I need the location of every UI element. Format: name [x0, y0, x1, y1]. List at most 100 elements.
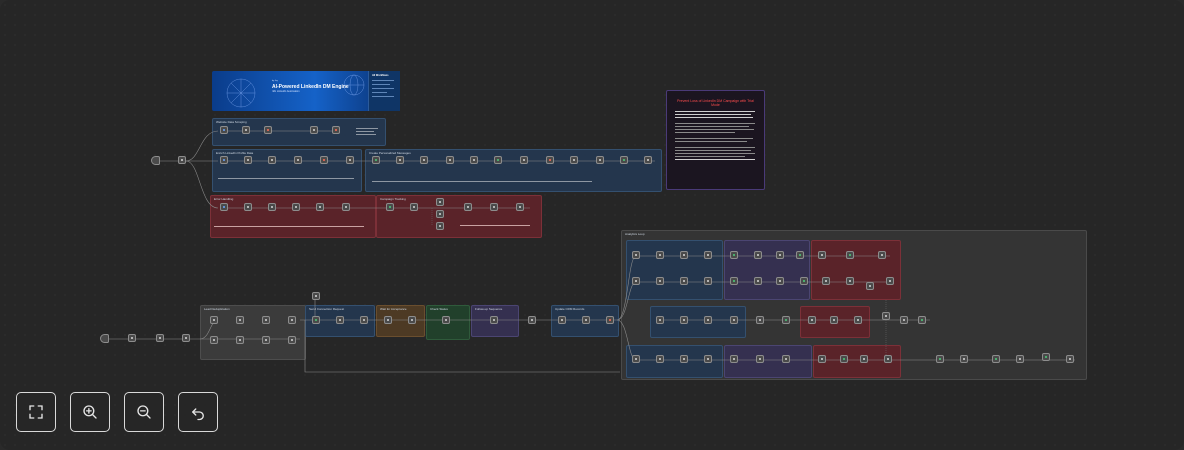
workflow-node[interactable]: [558, 316, 566, 324]
workflow-node[interactable]: [1042, 353, 1050, 361]
workflow-node[interactable]: [796, 251, 804, 259]
workflow-node[interactable]: [210, 336, 218, 344]
workflow-node[interactable]: [918, 316, 926, 324]
workflow-node[interactable]: [182, 334, 190, 342]
workflow-node[interactable]: [490, 316, 498, 324]
workflow-node[interactable]: [516, 203, 524, 211]
workflow-node[interactable]: [264, 126, 272, 134]
workflow-node[interactable]: [818, 355, 826, 363]
workflow-node[interactable]: [730, 277, 738, 285]
workflow-node[interactable]: [730, 316, 738, 324]
workflow-node[interactable]: [236, 336, 244, 344]
workflow-node[interactable]: [900, 316, 908, 324]
workflow-node[interactable]: [436, 210, 444, 218]
workflow-node[interactable]: [490, 203, 498, 211]
workflow-node[interactable]: [782, 355, 790, 363]
workflow-node[interactable]: [800, 277, 808, 285]
workflow-node[interactable]: [756, 355, 764, 363]
subgroup-purple-3[interactable]: [724, 345, 812, 378]
workflow-node[interactable]: [384, 316, 392, 324]
workflow-node[interactable]: [436, 222, 444, 230]
workflow-node[interactable]: [210, 316, 218, 324]
workflow-node[interactable]: [620, 156, 628, 164]
workflow-node[interactable]: [268, 156, 276, 164]
workflow-node[interactable]: [420, 156, 428, 164]
group-campaign-tracking[interactable]: Campaign Tracking: [376, 195, 542, 238]
workflow-node[interactable]: [656, 277, 664, 285]
workflow-node[interactable]: [882, 312, 890, 320]
workflow-node[interactable]: [410, 203, 418, 211]
workflow-node[interactable]: [730, 355, 738, 363]
workflow-node[interactable]: [316, 203, 324, 211]
workflow-node[interactable]: [128, 334, 136, 342]
workflow-node[interactable]: [754, 251, 762, 259]
workflow-node[interactable]: [236, 316, 244, 324]
subgroup-blue-1[interactable]: [626, 240, 723, 300]
fit-view-button[interactable]: [16, 392, 56, 432]
workflow-node[interactable]: [860, 355, 868, 363]
workflow-node[interactable]: [292, 203, 300, 211]
workflow-node[interactable]: [1066, 355, 1074, 363]
workflow-node[interactable]: [830, 316, 838, 324]
workflow-node[interactable]: [442, 316, 450, 324]
workflow-node[interactable]: [570, 156, 578, 164]
workflow-node[interactable]: [528, 316, 536, 324]
subgroup-purple-1[interactable]: [724, 240, 810, 300]
workflow-node[interactable]: [846, 251, 854, 259]
workflow-node[interactable]: [606, 316, 614, 324]
workflow-node[interactable]: [782, 316, 790, 324]
workflow-node[interactable]: [220, 156, 228, 164]
workflow-node[interactable]: [546, 156, 554, 164]
workflow-node[interactable]: [178, 156, 186, 164]
workflow-node[interactable]: [596, 156, 604, 164]
workflow-node[interactable]: [220, 203, 228, 211]
workflow-node[interactable]: [156, 334, 164, 342]
workflow-node[interactable]: [656, 355, 664, 363]
workflow-node[interactable]: [332, 126, 340, 134]
workflow-node[interactable]: [846, 277, 854, 285]
workflow-node[interactable]: [336, 316, 344, 324]
workflow-node[interactable]: [936, 355, 944, 363]
workflow-node[interactable]: [680, 251, 688, 259]
workflow-node[interactable]: [776, 277, 784, 285]
workflow-node[interactable]: [704, 251, 712, 259]
workflow-node[interactable]: [818, 251, 826, 259]
workflow-node[interactable]: [244, 156, 252, 164]
workflow-node[interactable]: [268, 203, 276, 211]
workflow-node[interactable]: [242, 126, 250, 134]
workflow-node[interactable]: [312, 316, 320, 324]
workflow-node[interactable]: [360, 316, 368, 324]
workflow-node[interactable]: [960, 355, 968, 363]
group-enrich-profile[interactable]: Enrich LinkedIn Profile Data: [212, 149, 362, 192]
workflow-node[interactable]: [446, 156, 454, 164]
workflow-node[interactable]: [866, 282, 874, 290]
workflow-node[interactable]: [632, 355, 640, 363]
workflow-node[interactable]: [520, 156, 528, 164]
trigger-node[interactable]: [151, 156, 160, 165]
group-website-scraping[interactable]: Website Data Scraping: [212, 118, 386, 146]
workflow-node[interactable]: [704, 277, 712, 285]
workflow-node[interactable]: [632, 277, 640, 285]
workflow-node[interactable]: [854, 316, 862, 324]
workflow-node[interactable]: [680, 355, 688, 363]
workflow-node[interactable]: [470, 156, 478, 164]
workflow-node[interactable]: [1016, 355, 1024, 363]
workflow-node[interactable]: [754, 277, 762, 285]
workflow-node[interactable]: [808, 316, 816, 324]
workflow-node[interactable]: [312, 292, 320, 300]
workflow-node[interactable]: [680, 316, 688, 324]
workflow-node[interactable]: [436, 198, 444, 206]
workflow-node[interactable]: [408, 316, 416, 324]
subgroup-red-1[interactable]: [811, 240, 901, 300]
workflow-node[interactable]: [220, 126, 228, 134]
workflow-node[interactable]: [644, 156, 652, 164]
workflow-node[interactable]: [992, 355, 1000, 363]
workflow-node[interactable]: [346, 156, 354, 164]
workflow-node[interactable]: [822, 277, 830, 285]
workflow-node[interactable]: [320, 156, 328, 164]
workflow-node[interactable]: [262, 316, 270, 324]
workflow-node[interactable]: [632, 251, 640, 259]
workflow-node[interactable]: [582, 316, 590, 324]
group-lead-deduplication[interactable]: Lead Deduplication: [200, 305, 306, 360]
